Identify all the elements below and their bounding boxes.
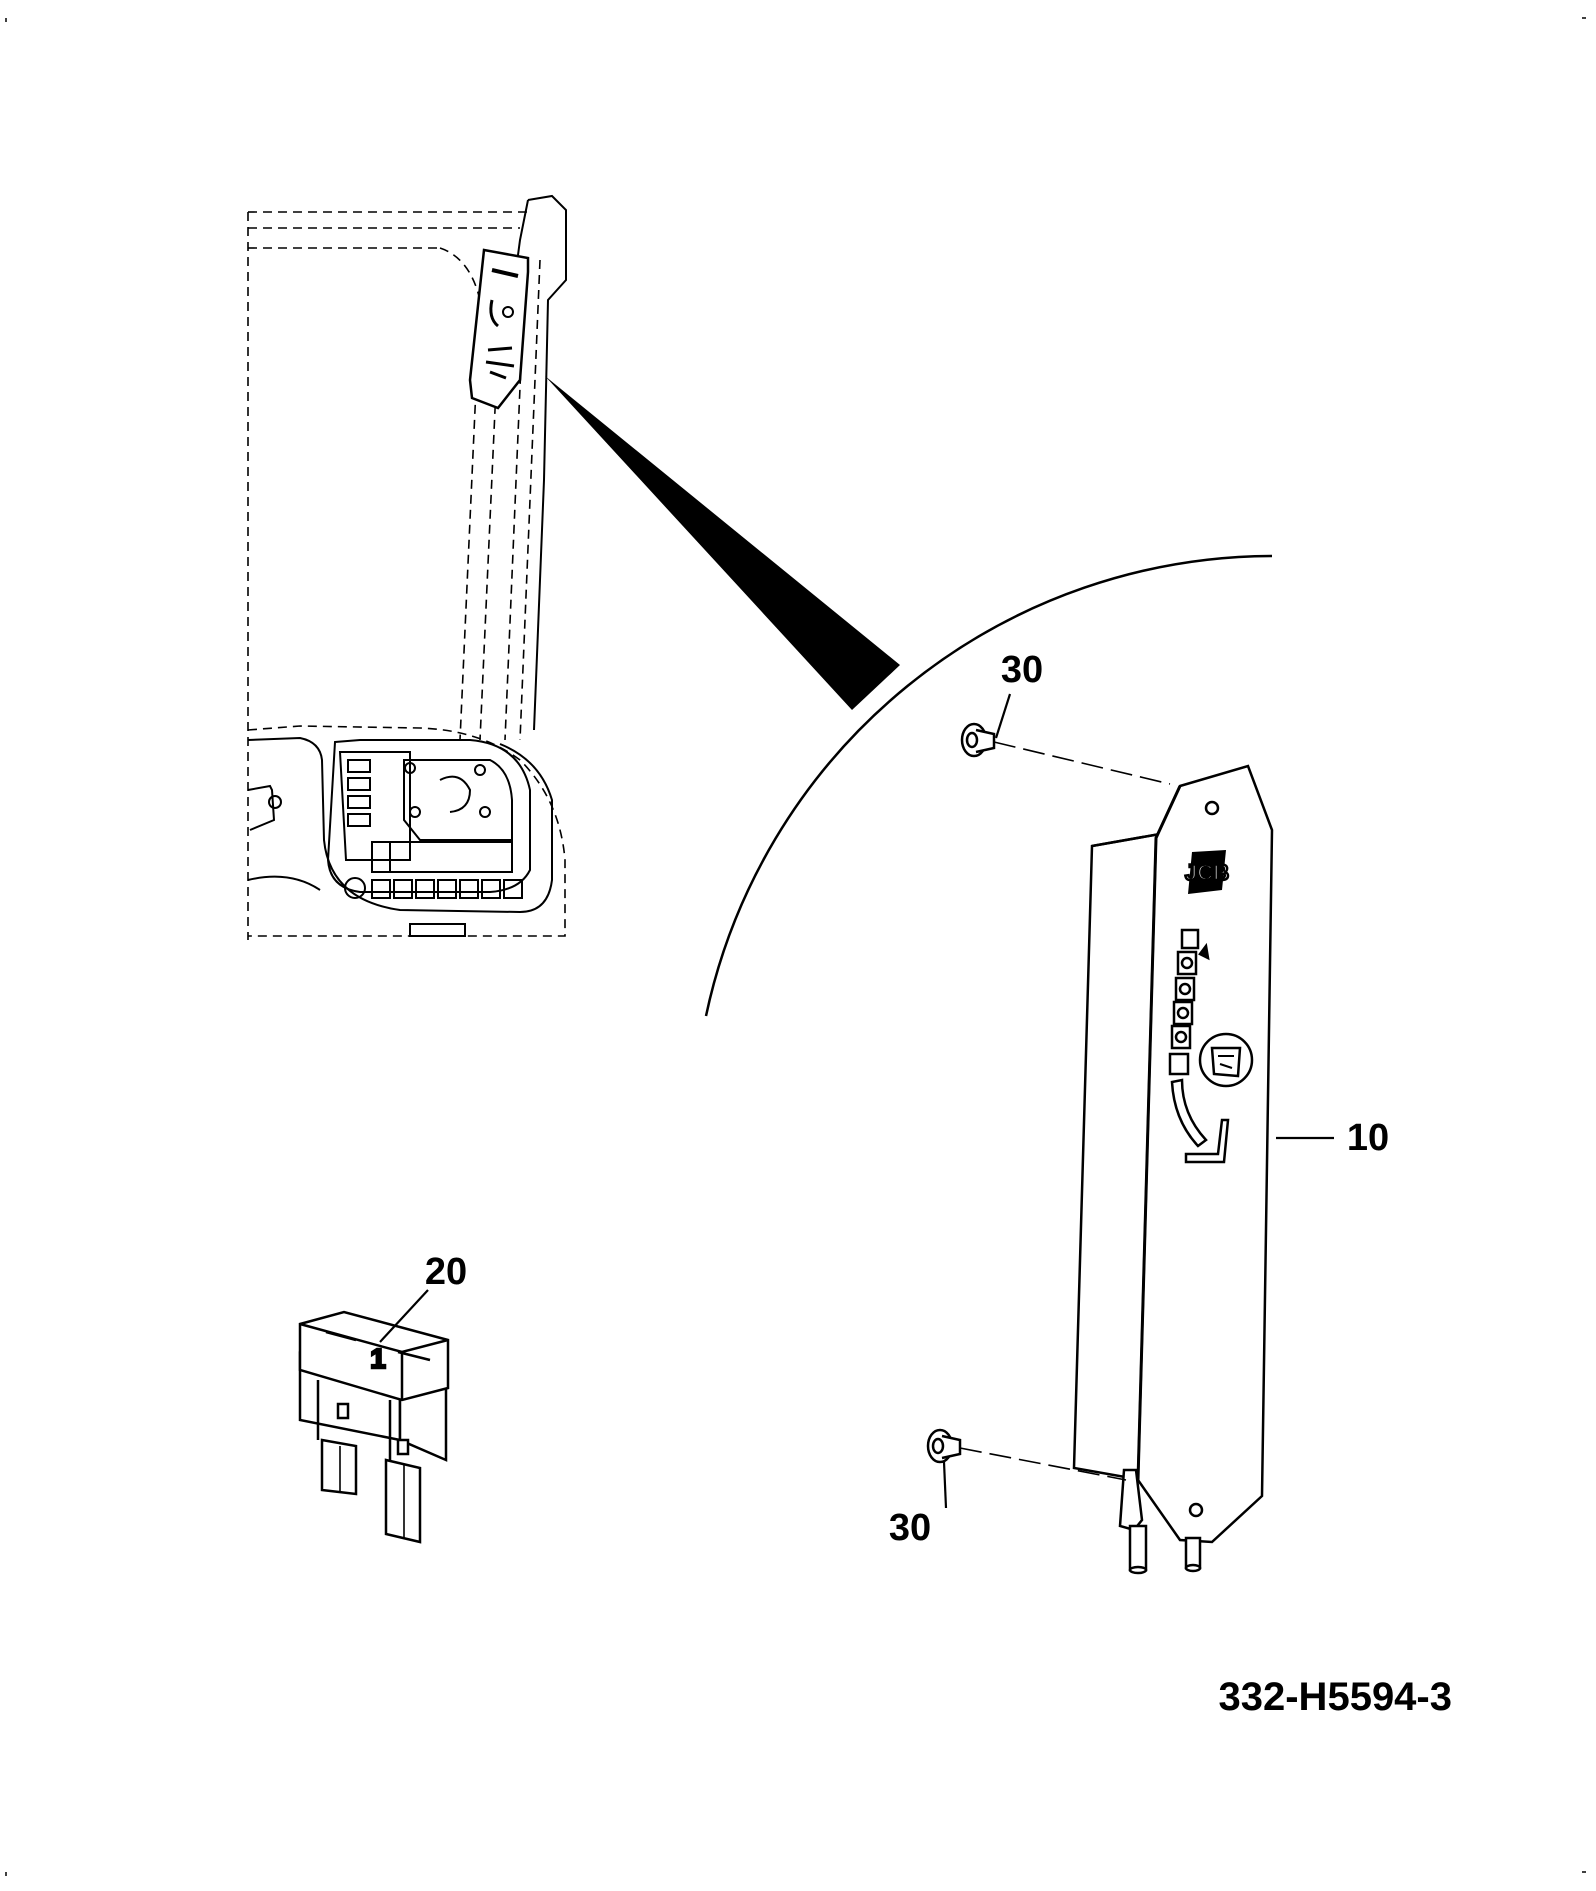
- callout-fuse: 20: [425, 1251, 467, 1293]
- screw-top-axis: [993, 741, 1171, 785]
- callout-screw-top: 30: [1001, 649, 1043, 691]
- panel-slot: [1170, 1078, 1208, 1148]
- screw-top: [960, 722, 996, 758]
- screw-bottom-axis: [959, 1447, 1127, 1481]
- drawing-number: 332-H5594-3: [1219, 1675, 1453, 1719]
- screw-bottom: [926, 1428, 962, 1464]
- jcb-logo: JCB: [1184, 850, 1230, 894]
- detail-leader: [545, 376, 900, 710]
- corner-marks: [5, 17, 1586, 1876]
- switch-column: [1168, 928, 1210, 1076]
- callout-leaders: [379, 693, 1334, 1509]
- fuse-marking: 1: [370, 1343, 386, 1374]
- cab-dashboard: [247, 725, 566, 937]
- cab-pillar: [527, 194, 567, 731]
- panel-connectors: [1118, 1468, 1202, 1575]
- side-console-panel: JCB: [1072, 764, 1274, 1575]
- callout-panel: 10: [1347, 1117, 1389, 1159]
- blade-fuse: 1: [298, 1310, 450, 1544]
- logo-text: JCB: [1185, 860, 1229, 885]
- panel-lever: [1184, 1118, 1230, 1164]
- callout-screw-bottom: 30: [889, 1507, 931, 1549]
- pillar-panel-small: [468, 248, 530, 410]
- panel-emblem: [1198, 1032, 1254, 1088]
- detail-circle: [704, 554, 1273, 1017]
- cab-overview: [247, 194, 567, 940]
